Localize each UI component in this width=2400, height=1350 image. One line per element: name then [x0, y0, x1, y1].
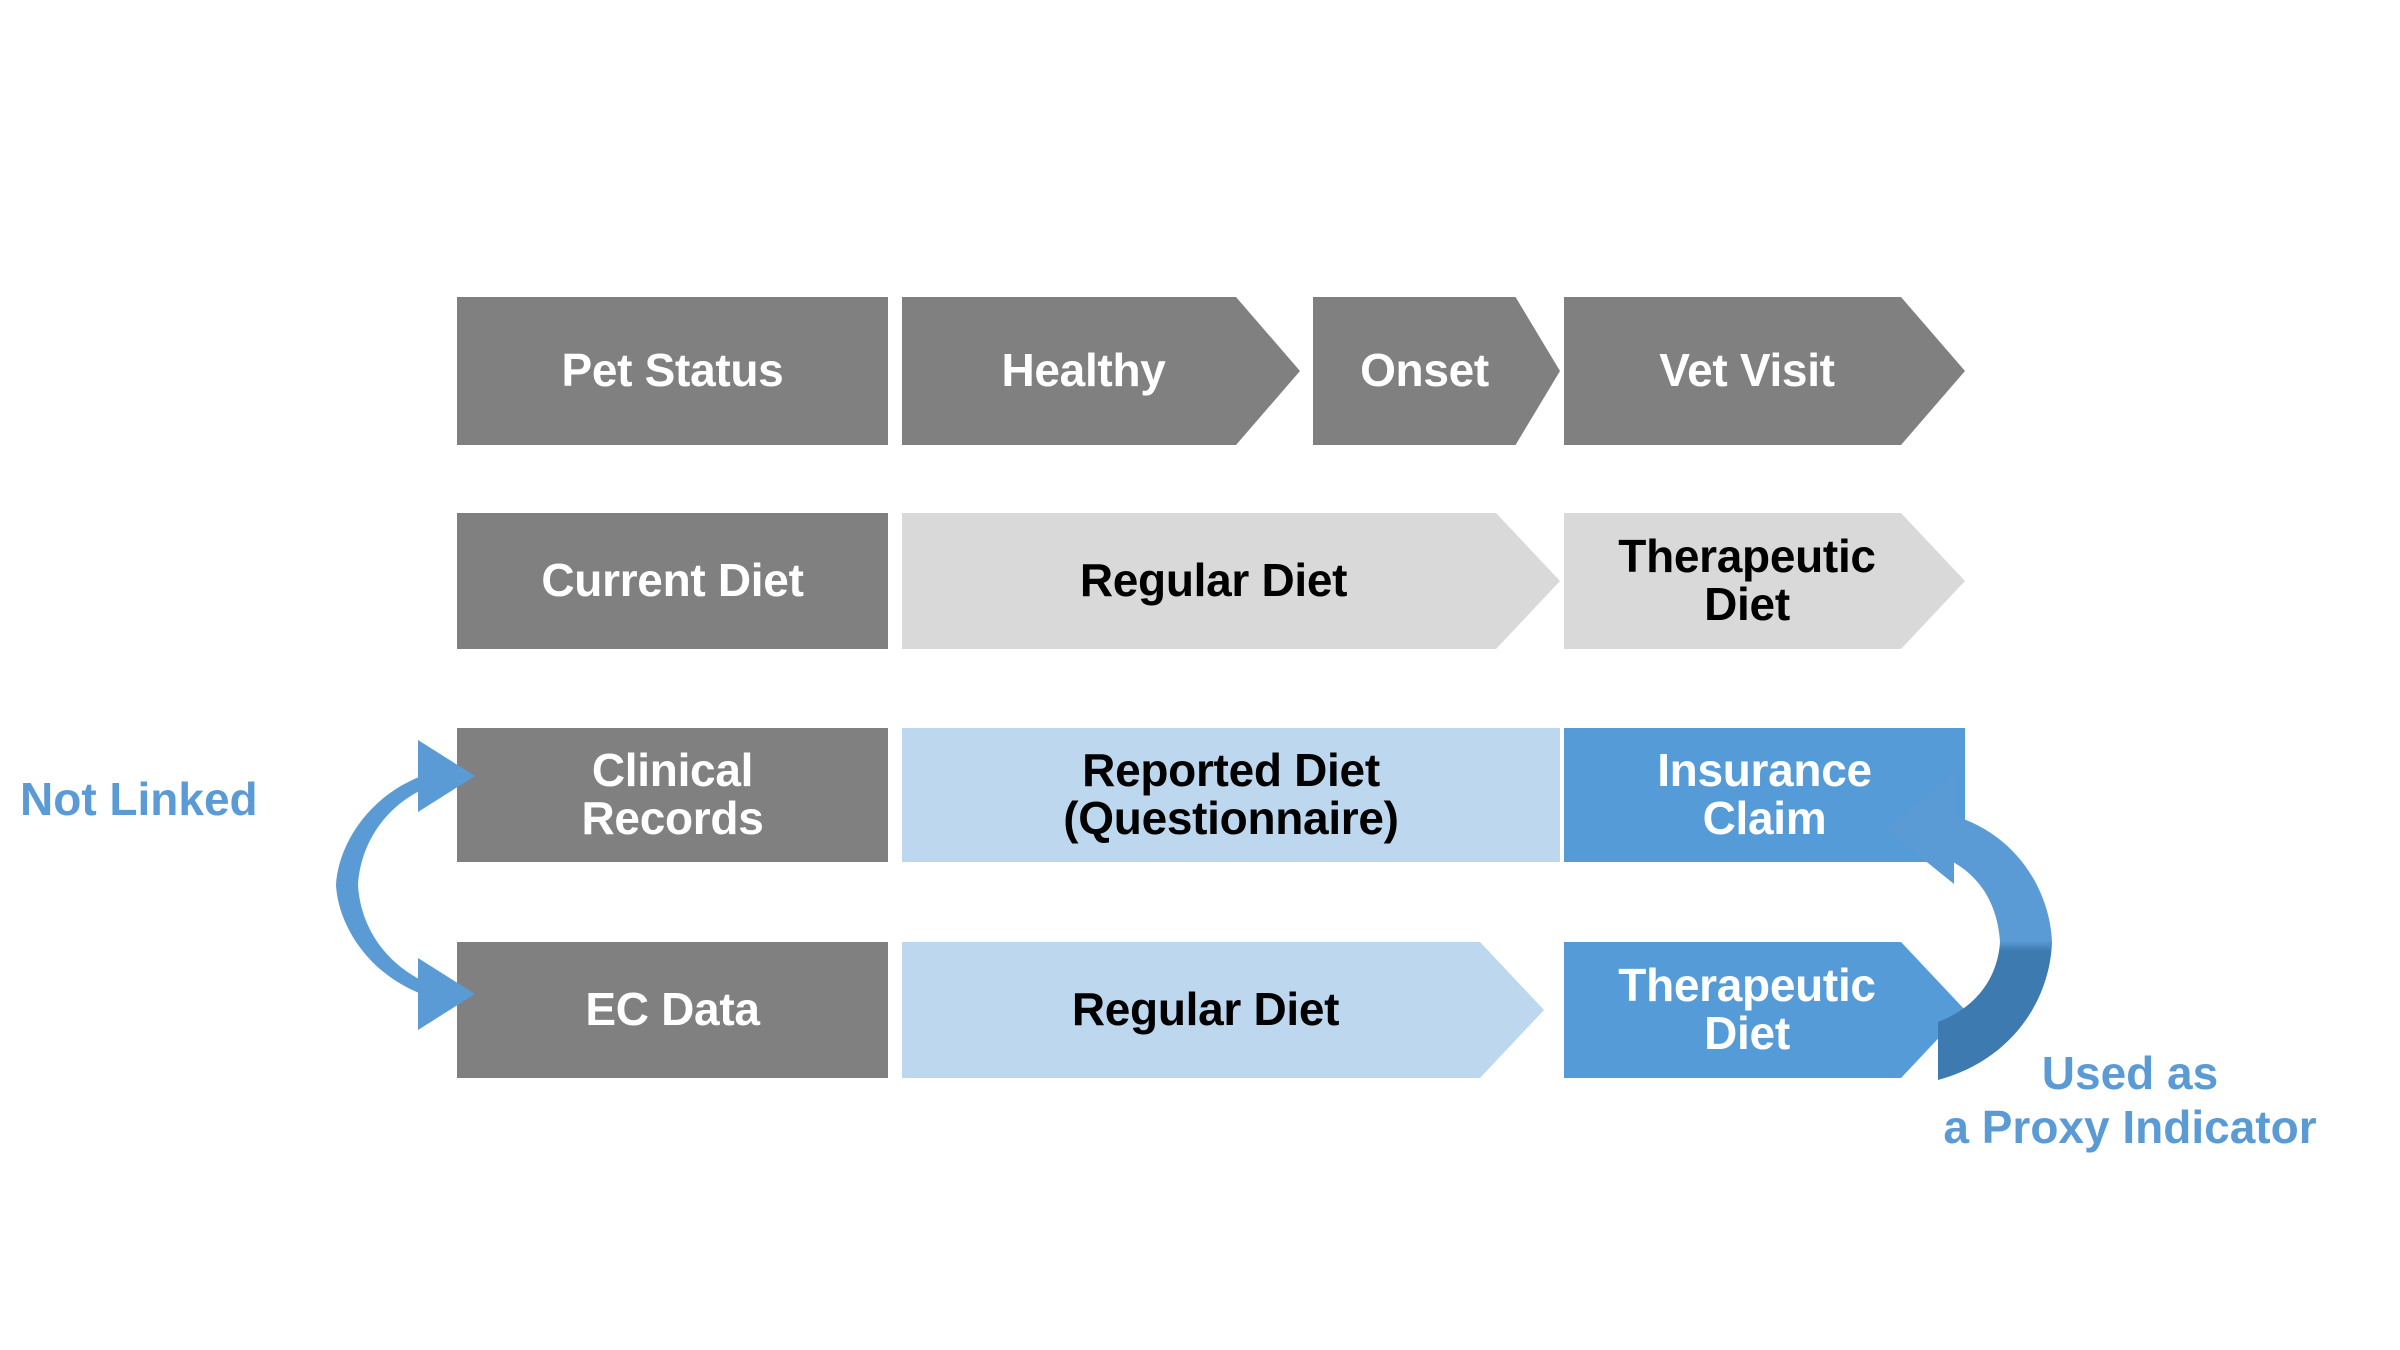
not-linked-caption: Not Linked: [20, 773, 258, 825]
insurance-claim: Insurance Claim: [1564, 728, 1965, 862]
reported-diet: Reported Diet (Questionnaire): [902, 728, 1560, 862]
healthy-label: Healthy: [1001, 344, 1166, 397]
insurance-claim-label: Insurance Claim: [1657, 744, 1872, 844]
onset-label: Onset: [1360, 344, 1489, 397]
vet-visit-label: Vet Visit: [1659, 344, 1835, 397]
reported-diet-label: Reported Diet (Questionnaire): [1063, 744, 1399, 844]
therapeutic-diet-row2: Therapeutic Diet: [1564, 513, 1965, 649]
clinical-records-label-label: Clinical Records: [581, 744, 764, 844]
onset: Onset: [1313, 297, 1560, 445]
current-diet-label-label: Current Diet: [541, 554, 804, 607]
pet-status-label-label: Pet Status: [561, 344, 784, 397]
ec-data-label: EC Data: [457, 942, 888, 1078]
regular-diet-row2-label: Regular Diet: [1079, 554, 1348, 607]
therapeutic-diet-row2-label: Therapeutic Diet: [1618, 530, 1876, 630]
current-diet-label: Current Diet: [457, 513, 888, 649]
regular-diet-row4-label: Regular Diet: [1071, 983, 1340, 1036]
clinical-records-label: Clinical Records: [457, 728, 888, 862]
pet-status-label: Pet Status: [457, 297, 888, 445]
proxy-indicator-caption: Used as a Proxy Indicator: [1943, 1047, 2317, 1154]
ec-data-label-label: EC Data: [585, 983, 760, 1036]
vet-visit: Vet Visit: [1564, 297, 1965, 445]
healthy: Healthy: [902, 297, 1300, 445]
therapeutic-diet-row4: Therapeutic Diet: [1564, 942, 1965, 1078]
therapeutic-diet-row4-label: Therapeutic Diet: [1618, 959, 1876, 1059]
regular-diet-row4: Regular Diet: [902, 942, 1544, 1078]
regular-diet-row2: Regular Diet: [902, 513, 1560, 649]
